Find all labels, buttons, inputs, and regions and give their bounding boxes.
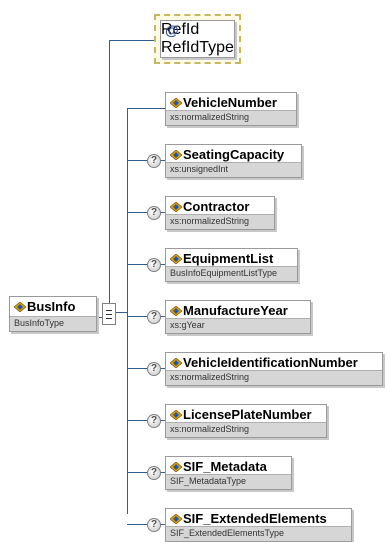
- element-type: SIF_MetadataType: [166, 474, 291, 489]
- element-type: xs:normalizedString: [166, 214, 274, 229]
- optional-icon: ?: [147, 154, 161, 168]
- element-name: SIF_ExtendedElements: [183, 511, 327, 526]
- connector-child: [127, 368, 165, 369]
- root-element-businfo[interactable]: BusInfo BusInfoType: [9, 296, 97, 332]
- attribute-marker-icon: @: [165, 22, 179, 38]
- attribute-group-refid[interactable]: @ RefId RefIdType: [154, 14, 241, 64]
- element-icon: [170, 306, 182, 316]
- element-icon: [170, 358, 182, 368]
- connector-child: [127, 316, 165, 317]
- attribute-name: RefId: [161, 21, 200, 38]
- optional-icon: ?: [147, 310, 161, 324]
- element-name: SIF_Metadata: [183, 459, 267, 474]
- element-icon: [170, 254, 182, 264]
- attribute-refid[interactable]: @ RefId RefIdType: [160, 20, 235, 58]
- element-icon: [170, 202, 182, 212]
- connector-child: [127, 264, 165, 265]
- optional-icon: ?: [147, 362, 161, 376]
- optional-icon: ?: [147, 206, 161, 220]
- element-icon: [170, 410, 182, 420]
- element-type: xs:normalizedString: [166, 110, 296, 125]
- element-type: SIF_ExtendedElementsType: [166, 526, 351, 541]
- connector-child: [127, 420, 165, 421]
- connector-children-trunk: [127, 108, 128, 514]
- element-name: SeatingCapacity: [183, 147, 285, 162]
- element-type: xs:gYear: [166, 318, 310, 333]
- optional-icon: ?: [147, 466, 161, 480]
- connector-child: [127, 472, 165, 473]
- element-icon: [14, 302, 26, 312]
- element-type: xs:normalizedString: [166, 422, 326, 437]
- connector-attribute-trunk: [109, 40, 110, 318]
- connector-root-to-children: [109, 312, 127, 313]
- element-name: VehicleNumber: [183, 95, 277, 110]
- element-type: BusInfoEquipmentListType: [166, 266, 297, 281]
- connector-child: [127, 212, 165, 213]
- element-icon: [170, 150, 182, 160]
- element-name: Contractor: [183, 199, 250, 214]
- element-name: EquipmentList: [183, 251, 274, 266]
- element-name: LicensePlateNumber: [183, 407, 312, 422]
- attribute-type: RefIdType: [161, 39, 234, 56]
- element-icon: [170, 462, 182, 472]
- connector-child: [127, 108, 165, 109]
- optional-icon: ?: [147, 258, 161, 272]
- connector-child: [127, 524, 165, 525]
- connector-child: [127, 160, 165, 161]
- optional-icon: ?: [147, 414, 161, 428]
- sequence-compositor-icon: [102, 303, 116, 325]
- element-name: VehicleIdentificationNumber: [183, 355, 358, 370]
- element-type: xs:normalizedString: [166, 370, 382, 385]
- element-type: BusInfoType: [10, 316, 96, 331]
- element-icon: [170, 98, 182, 108]
- optional-icon: ?: [147, 518, 161, 532]
- element-type: xs:unsignedInt: [166, 162, 301, 177]
- element-name: ManufactureYear: [183, 303, 288, 318]
- connector-attribute-branch: [109, 40, 154, 41]
- element-name: BusInfo: [27, 299, 76, 314]
- element-icon: [170, 514, 182, 524]
